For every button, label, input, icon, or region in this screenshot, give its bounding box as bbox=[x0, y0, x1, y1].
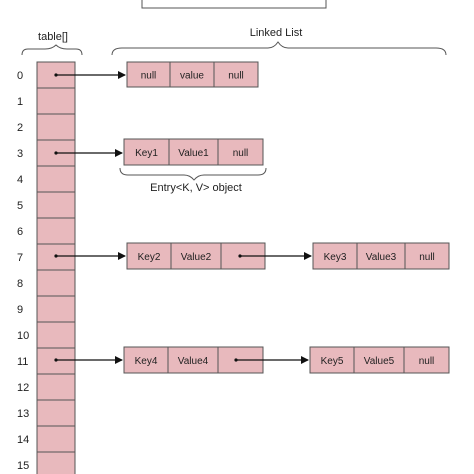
table-index: 1 bbox=[17, 96, 23, 108]
list-node: Key1 Value1 null bbox=[123, 138, 264, 166]
node-value-cell bbox=[168, 138, 219, 166]
node-key-cell bbox=[126, 61, 171, 88]
node-value-cell bbox=[353, 346, 405, 374]
table-index: 2 bbox=[17, 122, 23, 134]
table-array bbox=[36, 61, 76, 474]
table-index: 7 bbox=[17, 252, 23, 264]
table-cell bbox=[36, 295, 76, 323]
table-cell bbox=[36, 399, 76, 427]
node-key-text: Key1 bbox=[135, 148, 158, 159]
list-node: Key3 Value3 null bbox=[312, 242, 450, 270]
table-cell bbox=[36, 217, 76, 245]
table-cell bbox=[36, 113, 76, 141]
node-value-text: Value4 bbox=[178, 356, 209, 367]
table-cell bbox=[36, 451, 76, 474]
list-node: Key5 Value5 null bbox=[309, 346, 450, 374]
node-key-cell bbox=[309, 346, 355, 374]
linked-list-label: Linked List bbox=[250, 27, 303, 39]
node-next-text: null bbox=[419, 356, 435, 367]
node-value-text: Value1 bbox=[178, 148, 209, 159]
table-index: 15 bbox=[17, 460, 29, 472]
table-index: 8 bbox=[17, 278, 23, 290]
node-next-text: null bbox=[233, 148, 249, 159]
table-cell bbox=[36, 373, 76, 401]
node-value-text: Value5 bbox=[364, 356, 395, 367]
table-cell bbox=[36, 87, 76, 115]
node-next-text: null bbox=[419, 252, 435, 263]
node-value-cell bbox=[167, 346, 219, 374]
node-value-cell bbox=[169, 61, 215, 88]
node-next-cell bbox=[404, 242, 450, 270]
table-cell bbox=[36, 321, 76, 349]
node-value-text: Value3 bbox=[366, 252, 397, 263]
node-key-text: Key3 bbox=[324, 252, 347, 263]
table-index: 14 bbox=[17, 434, 29, 446]
table-index: 0 bbox=[17, 70, 23, 82]
node-key-text: Key2 bbox=[138, 252, 161, 263]
table-index: 9 bbox=[17, 304, 23, 316]
table-index: 13 bbox=[17, 408, 29, 420]
list-node: null value null bbox=[126, 61, 259, 88]
table-index: 3 bbox=[17, 148, 23, 160]
table-index: 6 bbox=[17, 226, 23, 238]
node-key-text: Key5 bbox=[321, 356, 344, 367]
entry-brace bbox=[119, 167, 267, 181]
top-box-partial bbox=[141, 0, 327, 9]
list-node: Key2 Value2 bbox=[126, 242, 266, 270]
table-index: 12 bbox=[17, 382, 29, 394]
node-key-cell bbox=[312, 242, 358, 270]
table-cell bbox=[36, 191, 76, 219]
node-next-text: null bbox=[228, 71, 244, 82]
table-cell bbox=[36, 269, 76, 297]
node-value-text: value bbox=[180, 71, 204, 82]
node-key-text: null bbox=[141, 71, 157, 82]
node-key-cell bbox=[123, 346, 169, 374]
node-next-cell bbox=[403, 346, 450, 374]
table-cell bbox=[36, 425, 76, 453]
list-node: Key4 Value4 bbox=[123, 346, 264, 374]
linked-list-brace bbox=[111, 41, 447, 56]
node-key-text: Key4 bbox=[135, 356, 158, 367]
node-next-cell bbox=[213, 61, 259, 88]
table-label: table[] bbox=[38, 31, 68, 43]
node-next-cell bbox=[217, 138, 264, 166]
table-index: 10 bbox=[17, 330, 29, 342]
table-index: 11 bbox=[17, 356, 28, 368]
table-cell bbox=[36, 165, 76, 193]
table-index: 4 bbox=[17, 174, 23, 186]
table-brace bbox=[21, 44, 83, 56]
table-index: 5 bbox=[17, 200, 23, 212]
node-value-cell bbox=[170, 242, 222, 270]
pointer-arrows bbox=[54, 71, 312, 364]
node-value-text: Value2 bbox=[181, 252, 212, 263]
entry-label: Entry<K, V> object bbox=[150, 182, 242, 194]
node-key-cell bbox=[123, 138, 170, 166]
